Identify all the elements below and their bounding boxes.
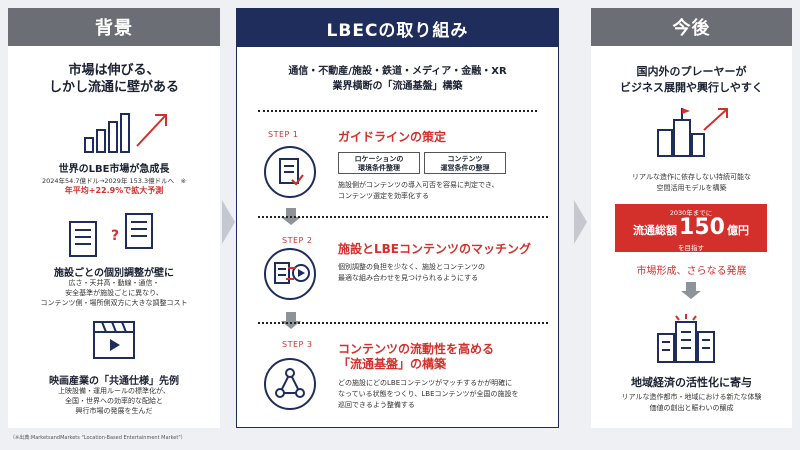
model-desc-line2: 空間活用モデルを構築 [656, 184, 727, 192]
step2-title: 施設とLBEコンテンツのマッチング [338, 242, 531, 256]
wall-desc-line1: 広さ・天井高・動線・通信・ [68, 279, 160, 287]
film-clapper-icon [93, 321, 135, 359]
target-box: 2030年までに 流通総額 150 億円 を目指す [615, 204, 767, 252]
target-suffix: を目指す [678, 244, 704, 252]
step3-label: STEP 3 [282, 340, 313, 349]
step2-desc-line2: 最適な組み合わせを見つけられるようにする [338, 274, 479, 282]
source-footnote: （※出典:MarketsandMarkets "Location-Based E… [10, 435, 186, 441]
step1-desc-line2: コンテンツ選定を効率化する [338, 192, 429, 200]
film-desc-line1: 上映設備・運用ルールの標準化が、 [58, 387, 170, 395]
background-headline-line2: しかし流通に壁がある [48, 80, 179, 95]
tag-location-line2: 環境条件整理 [358, 164, 400, 172]
step3-desc-line2: なっている状態をつくり、LBEコンテンツが全国の施設を [338, 390, 519, 398]
step2-desc-line1: 個別調整の負担を少なく、施設とコンテンツの [338, 263, 485, 271]
chevron-right-icon [222, 200, 235, 244]
impact-desc-line1: リアルな造作都市・地域における新たな体験 [621, 393, 762, 401]
impact-description: リアルな造作都市・地域における新たな体験 価値の創出と賑わいの醸成 [591, 392, 792, 414]
wall-title: 施設ごとの個別調整が壁に [54, 268, 174, 279]
background-headline: 市場は伸びる、 しかし流通に壁がある [8, 62, 220, 96]
initiatives-header: LBECの取り組み [237, 9, 558, 47]
model-desc-line1: リアルな造作に依存しない持続可能な [632, 173, 751, 181]
question-mark-icon: ? [111, 228, 120, 244]
initiatives-intro: 通信・不動産/施設・鉄道・メディア・金融・XR 業界横断の「流通基盤」構築 [236, 64, 559, 94]
target-year: 2030年までに [669, 209, 713, 217]
market-title: 世界のLBE市場が急成長 [58, 164, 170, 175]
building-growth-icon [657, 108, 728, 157]
intro-line1: 通信・不動産/施設・鉄道・メディア・金融・XR [288, 66, 507, 77]
down-arrow-icon [681, 282, 701, 299]
divider [258, 110, 537, 112]
impact-desc-line2: 価値の創出と賑わいの醸成 [649, 404, 734, 412]
wall-description: 広さ・天井高・動線・通信・ 安全基準が施設ごとに異なり、 コンテンツ側・場所側双… [8, 278, 220, 308]
step3-description: どの施設にどのLBEコンテンツがマッチするかが明確に なっている状態をつくり、L… [338, 378, 519, 411]
film-description: 上映設備・運用ルールの標準化が、 全国・世界への効率的な配給と 興行市場の発展を… [8, 386, 220, 416]
background-header: 背景 [8, 8, 220, 46]
impact-title: 地域経済の活性化に寄与 [631, 376, 752, 389]
step1-label: STEP 1 [268, 130, 299, 139]
step3-title-line2: 「流通基盤」の構築 [338, 357, 447, 371]
document-check-icon [279, 158, 304, 186]
model-description: リアルな造作に依存しない持続可能な 空間活用モデルを構築 [591, 172, 792, 194]
step2-circle [264, 248, 316, 300]
intro-line2: 業界横断の「流通基盤」構築 [332, 81, 463, 92]
target-unit: 億円 [726, 224, 749, 237]
step1-description: 施設側がコンテンツの導入可否を容易に判定でき、 コンテンツ選定を効率化する [338, 180, 499, 202]
matching-icon [274, 262, 310, 284]
wall-desc-line2: 安全基準が施設ごとに異なり、 [65, 289, 163, 297]
target-value: 150 [679, 215, 725, 240]
bar-growth-icon [84, 113, 167, 153]
city-buildings-icon [657, 314, 715, 363]
tag-location-line1: ロケーションの [354, 155, 404, 163]
divider [258, 322, 548, 324]
future-headline: 国内外のプレーヤーが ビジネス展開や興行しやすく [591, 64, 792, 96]
network-triangle-icon [275, 368, 305, 398]
two-documents-icon [69, 213, 153, 257]
step1-tag-content: コンテンツ 運営条件の整理 [424, 152, 506, 174]
step1-title: ガイドラインの策定 [338, 130, 447, 144]
step1-tag-location: ロケーションの 環境条件整理 [338, 152, 420, 174]
future-headline-line2: ビジネス展開や興行しやすく [620, 81, 763, 94]
step1-desc-line1: 施設側がコンテンツの導入可否を容易に判定でき、 [338, 181, 499, 189]
step3-circle [264, 358, 316, 410]
market-formation: 市場形成、さらなる発展 [636, 266, 747, 277]
future-header: 今後 [591, 8, 792, 46]
film-desc-line3: 興行市場の発展を生んだ [75, 407, 153, 415]
step2-description: 個別調整の負担を少なく、施設とコンテンツの 最適な組み合わせを見つけられるように… [338, 262, 485, 284]
step2-label: STEP 2 [282, 236, 313, 245]
market-growth: 年平均+22.9%で拡大予測 [64, 186, 164, 195]
step3-desc-line1: どの施設にどのLBEコンテンツがマッチするかが明確に [338, 379, 513, 387]
chevron-right-icon [574, 200, 587, 244]
down-arrow-icon [281, 312, 301, 329]
down-arrow-icon [281, 208, 301, 225]
market-detail: 2024年54.7億ドル→2029年 153.3億ドルへ ※ [41, 177, 187, 185]
target-amount: 流通総額 150 億円 [615, 217, 767, 242]
step3-title: コンテンツの流動性を高める 「流通基盤」の構築 [338, 342, 494, 372]
target-prefix: 流通総額 [633, 224, 678, 237]
background-headline-line1: 市場は伸びる、 [68, 63, 160, 78]
step3-title-line1: コンテンツの流動性を高める [338, 342, 495, 356]
future-headline-line1: 国内外のプレーヤーが [636, 65, 747, 78]
wall-desc-line3: コンテンツ側・場所側双方に大きな調整コスト [40, 299, 188, 307]
step3-desc-line3: 巡回できるよう整備する [338, 401, 415, 409]
tag-content-line1: コンテンツ [447, 155, 483, 163]
film-desc-line2: 全国・世界への効率的な配給と [65, 397, 163, 405]
film-title: 映画産業の「共通仕様」先例 [49, 376, 179, 387]
step1-circle [264, 146, 316, 198]
divider [258, 216, 548, 218]
tag-content-line2: 運営条件の整理 [440, 164, 490, 172]
